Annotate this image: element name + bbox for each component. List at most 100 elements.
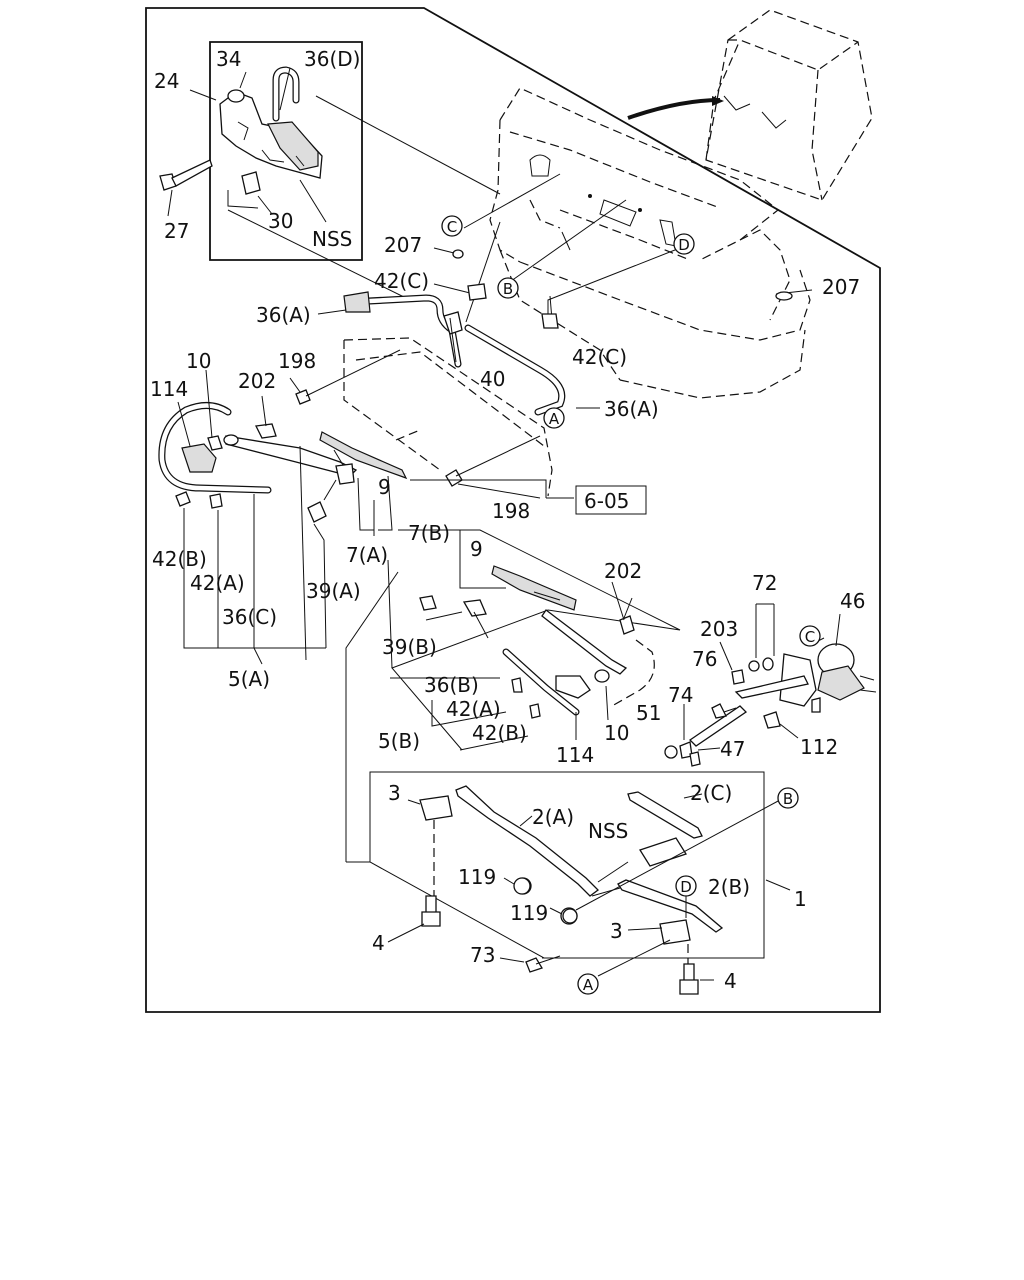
label-198-bottom: 198 (492, 499, 530, 523)
label-47: 47 (720, 737, 745, 761)
label-24: 24 (154, 69, 179, 93)
wiper-blade-icon (491, 565, 577, 611)
label-114-left: 114 (150, 377, 188, 401)
label-202-right: 202 (604, 559, 642, 583)
label-3-top: 3 (388, 781, 401, 805)
label-42b-left: 42(B) (152, 547, 207, 571)
label-203: 203 (700, 617, 738, 641)
label-46: 46 (840, 589, 865, 613)
wiper-arm-icon (158, 402, 358, 661)
label-7a: 7(A) (346, 543, 388, 567)
label-30: 30 (268, 209, 293, 233)
label-40: 40 (480, 367, 505, 391)
nut-icon (664, 741, 701, 767)
label-42b-right: 42(B) (472, 721, 527, 745)
label-39a: 39(A) (306, 579, 361, 603)
label-36a-right: 36(A) (604, 397, 659, 421)
label-42c-top: 42(C) (374, 269, 429, 293)
label-36b: 36(B) (424, 673, 479, 697)
label-7b: 7(B) (408, 521, 450, 545)
label-51: 51 (636, 701, 661, 725)
cap-119-top (513, 877, 531, 895)
washer-tank-inset (189, 41, 363, 261)
linkage-rod-icon (419, 785, 724, 945)
nozzle-icon (227, 171, 261, 209)
label-4-left: 4 (372, 931, 385, 955)
svg-text:D: D (680, 878, 692, 896)
cab-front-panel (489, 87, 811, 399)
label-198-top: 198 (278, 349, 316, 373)
label-nss-link: NSS (588, 819, 628, 843)
callout-c-motor: C (799, 625, 821, 647)
label-5b: 5(B) (378, 729, 420, 753)
hose-icon (343, 291, 566, 416)
washer-tank-icon (219, 89, 323, 179)
label-42a-right: 42(A) (446, 697, 501, 721)
svg-text:A: A (583, 976, 594, 994)
label-119-bottom: 119 (510, 901, 548, 925)
wiper-motor-icon (688, 637, 877, 747)
svg-text:C: C (805, 628, 815, 646)
label-202-left: 202 (238, 369, 276, 393)
label-3-bottom: 3 (610, 919, 623, 943)
svg-text:A: A (549, 410, 560, 428)
label-10-right: 10 (604, 721, 629, 745)
grommet-207-right (775, 291, 793, 301)
label-74: 74 (668, 683, 693, 707)
grommet-207-left (452, 249, 464, 259)
label-207-left: 207 (384, 233, 422, 257)
svg-text:C: C (447, 218, 457, 236)
callout-d-top: D (673, 233, 695, 255)
callout-c-top: C (441, 215, 463, 237)
label-nss-tank: NSS (312, 227, 352, 251)
bolt-icon (421, 895, 699, 995)
label-5a: 5(A) (228, 667, 270, 691)
label-119-top: 119 (458, 865, 496, 889)
label-76: 76 (692, 647, 717, 671)
callout-a-link: A (577, 973, 599, 995)
label-114-right: 114 (556, 743, 594, 767)
label-2a: 2(A) (532, 805, 574, 829)
label-4-right: 4 (724, 969, 737, 993)
diagram-frame (145, 7, 881, 1013)
hose-icon (502, 639, 655, 716)
label-36d: 36(D) (304, 47, 360, 71)
callout-a-top: A (543, 407, 565, 429)
label-207-right: 207 (822, 275, 860, 299)
callout-d-link: D (675, 875, 697, 897)
label-73: 73 (470, 943, 495, 967)
label-2b: 2(B) (708, 875, 750, 899)
label-42a-left: 42(A) (190, 571, 245, 595)
label-36a-left: 36(A) (256, 303, 311, 327)
nozzle-icon (307, 479, 337, 649)
label-34: 34 (216, 47, 241, 71)
label-112: 112 (800, 735, 838, 759)
clip-icon (175, 491, 223, 509)
cowl-panel (343, 337, 553, 497)
label-39b: 39(B) (382, 635, 437, 659)
label-2c: 2(C) (690, 781, 732, 805)
label-42c-mid: 42(C) (572, 345, 627, 369)
label-27: 27 (164, 219, 189, 243)
clip-42c-top (467, 283, 487, 301)
svg-text:B: B (783, 790, 793, 808)
label-1: 1 (794, 887, 807, 911)
label-9-right: 9 (470, 537, 483, 561)
label-ref-605: 6-05 (584, 489, 629, 513)
ref-box (575, 485, 647, 515)
label-36c: 36(C) (222, 605, 277, 629)
svg-text:B: B (503, 280, 513, 298)
callout-b-link: B (777, 787, 799, 809)
label-10-left: 10 (186, 349, 211, 373)
bolt-icon (711, 669, 745, 719)
bolt-icon (159, 159, 213, 217)
svg-text:D: D (678, 236, 690, 254)
callout-b-top: B (497, 277, 519, 299)
label-9-left: 9 (378, 475, 391, 499)
wiper-arm-icon (419, 595, 635, 719)
wiper-blade-icon (319, 431, 408, 485)
clip-42c-mid (541, 313, 559, 329)
hose-icon (272, 66, 300, 122)
label-72: 72 (752, 571, 777, 595)
